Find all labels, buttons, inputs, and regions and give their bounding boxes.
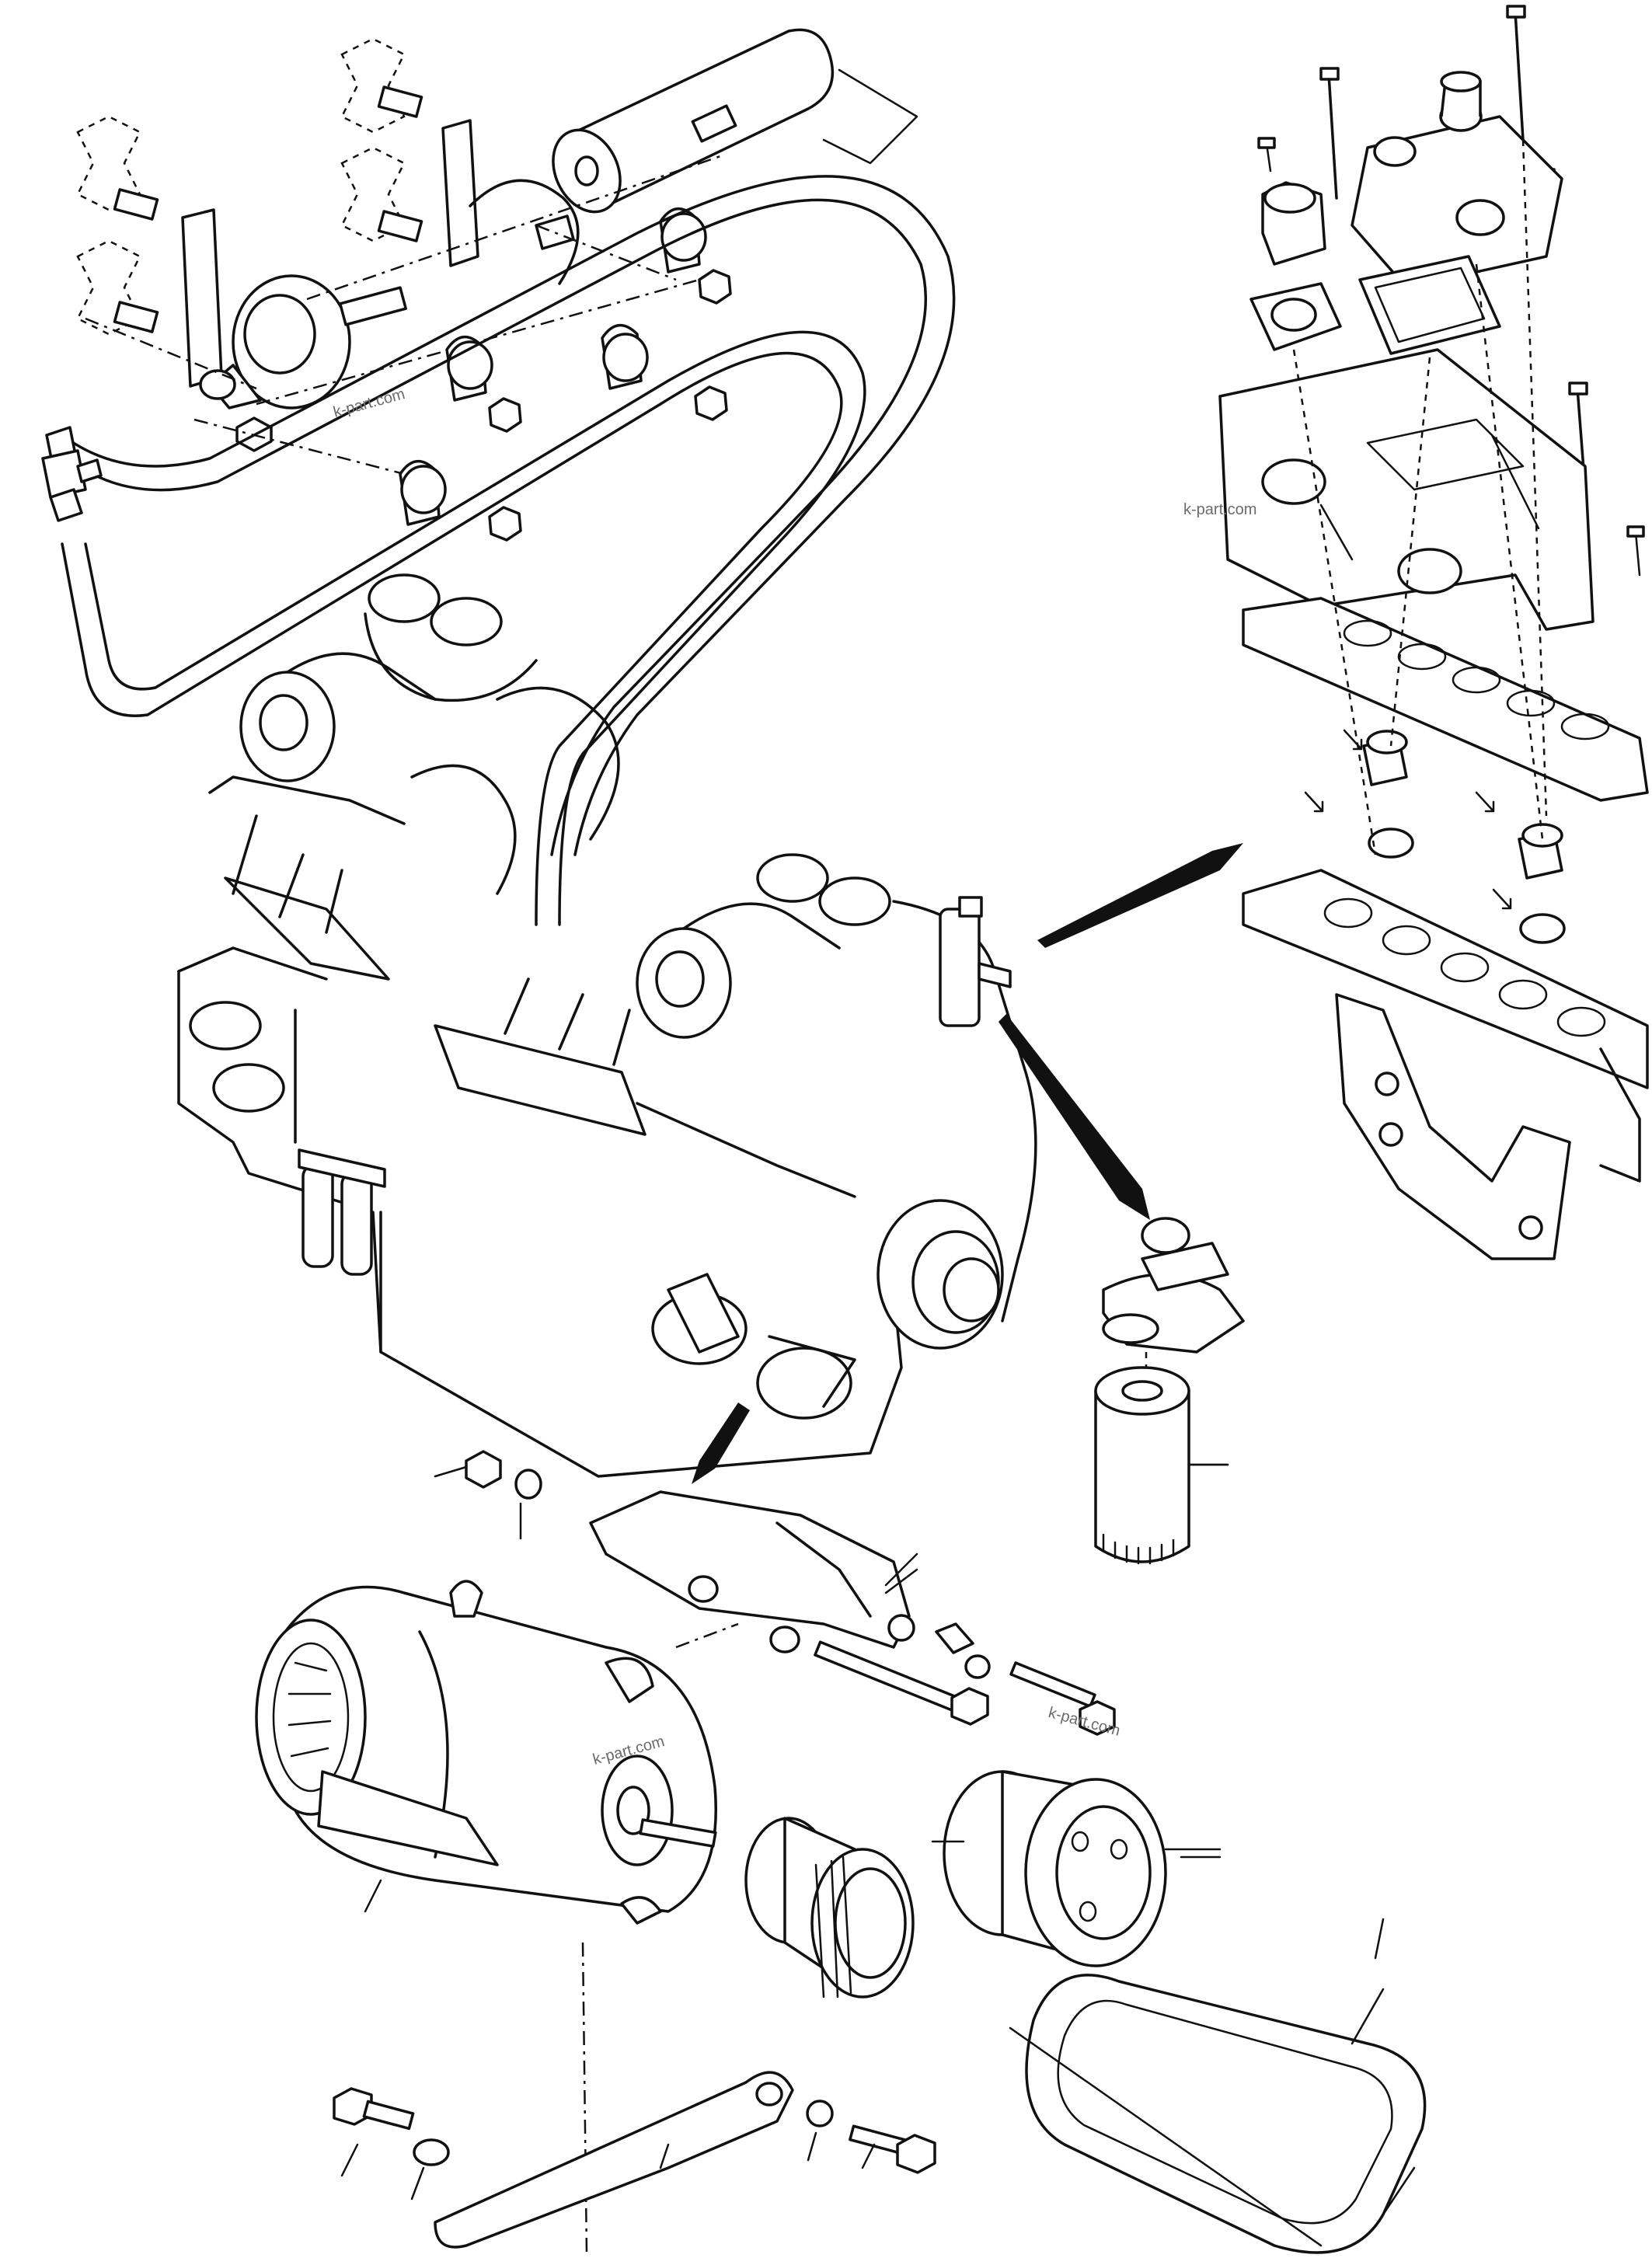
thermostat-housing-assembly	[1218, 5, 1649, 1260]
oil-filter-assembly	[1094, 1217, 1245, 1565]
leader-lines	[884, 1463, 1385, 1960]
watermark-text: k-part.com	[1183, 501, 1257, 518]
pulleys-and-belt	[744, 1770, 1427, 2254]
adjusting-link-and-bolts	[333, 2071, 936, 2249]
hose-clamps-and-nuts	[399, 207, 732, 542]
alternator	[255, 1580, 739, 2254]
alternator-bracket	[434, 1450, 1116, 1736]
pointer-arrows	[692, 556, 1512, 1484]
air-cleaner-mount-assembly	[76, 28, 918, 476]
coolant-hoses	[41, 175, 956, 926]
engine-block	[177, 573, 1037, 1478]
